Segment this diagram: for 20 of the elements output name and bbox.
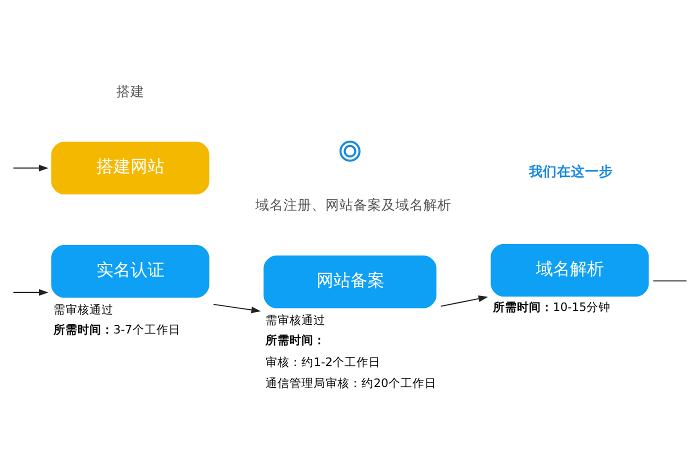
arrow <box>13 289 48 296</box>
node-label: 所需时间：3-7个工作日 <box>53 322 180 336</box>
label: 域名注册、网站备案及域名解析 <box>256 198 452 214</box>
node-label: 审核：约1-2个工作日 <box>266 355 381 370</box>
arrow <box>440 295 488 307</box>
node-label: 通信管理局审核：约20个工作日 <box>266 376 436 390</box>
node-box: 网站备案 <box>264 256 436 308</box>
arrow <box>214 304 261 314</box>
node-circle <box>339 140 361 162</box>
node-box: 实名认证 <box>51 245 210 298</box>
node-box: 搭建网站 <box>51 142 210 194</box>
connector <box>653 280 687 282</box>
node-label: 需审核通过 <box>266 312 326 327</box>
node-label: 所需时间：10-15分钟 <box>492 300 611 314</box>
label: 搭建 <box>116 84 145 100</box>
node-label: 所需时间： <box>266 332 326 347</box>
label: 我们在这一步 <box>529 164 614 180</box>
arrow <box>13 164 48 172</box>
node-box: 域名解析 <box>490 244 649 297</box>
node-label: 需审核通过 <box>53 302 114 316</box>
